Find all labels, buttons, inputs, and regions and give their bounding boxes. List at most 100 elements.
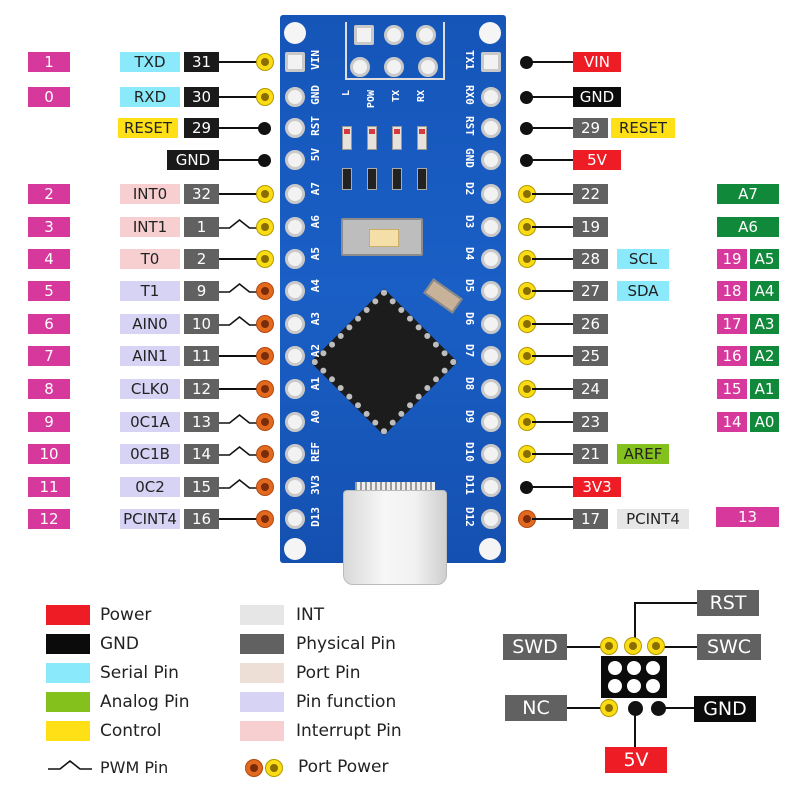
physical-pin-label: 26 — [573, 314, 608, 334]
header-hole-left — [285, 249, 305, 269]
physical-pin-label: 12 — [184, 379, 219, 399]
led-silk-label: TX — [391, 90, 402, 103]
pin-dot-yellow — [518, 282, 536, 300]
analog-pin-label: A6 — [717, 217, 779, 237]
connector-line — [532, 226, 574, 228]
header-hole-left — [285, 314, 305, 334]
legend-swatch-gnd — [46, 634, 90, 654]
digital-pin-number: 16 — [717, 346, 747, 366]
connector-line — [219, 127, 261, 129]
pin-function-label: INT0 — [120, 184, 180, 204]
mounting-hole — [284, 538, 306, 560]
physical-pin-label: 3V3 — [573, 477, 621, 497]
silkscreen-label-left: D13 — [309, 507, 322, 527]
pin-dot-orange — [256, 282, 274, 300]
silkscreen-label-left: A2 — [309, 344, 322, 358]
header-hole-right — [481, 87, 501, 107]
physical-pin-label: 15 — [184, 477, 219, 497]
physical-pin-label: 19 — [573, 217, 608, 237]
digital-pin-number: 12 — [28, 509, 70, 529]
icsp-rst-label: RST — [697, 590, 759, 616]
header-hole-right — [481, 314, 501, 334]
icsp-pin-5v — [628, 701, 643, 716]
header-hole-right — [481, 412, 501, 432]
connector-line — [532, 159, 574, 161]
icsp-5v-label: 5V — [605, 747, 667, 773]
digital-pin-number: 9 — [28, 412, 70, 432]
digital-pin-number: 2 — [28, 184, 70, 204]
led-resistor — [417, 168, 427, 190]
icsp-pin-rst — [624, 637, 642, 655]
physical-pin-label: 14 — [184, 444, 219, 464]
legend-swatch-power — [46, 605, 90, 625]
physical-pin-label: 25 — [573, 346, 608, 366]
legend-swatch-physical — [240, 634, 284, 654]
connector-line — [219, 388, 261, 390]
pin-dot-yellow — [256, 88, 274, 106]
led-silk-label: RX — [416, 90, 427, 103]
pin-function-label: RXD — [120, 87, 180, 107]
pin-dot-orange — [256, 445, 274, 463]
header-hole-right — [481, 150, 501, 170]
pin-function-label: AIN1 — [120, 346, 180, 366]
connector-line — [532, 486, 574, 488]
pin-function-label: T0 — [120, 249, 180, 269]
silkscreen-label-left: REF — [309, 442, 322, 462]
legend-swatch-function — [240, 692, 284, 712]
header-hole-left — [285, 509, 305, 529]
status-led — [417, 126, 427, 150]
legend-label: Port Pin — [296, 663, 361, 683]
silkscreen-label-left: GND — [309, 85, 322, 105]
legend-label: GND — [100, 634, 139, 654]
digital-pin-number: 0 — [28, 87, 70, 107]
connector-line — [532, 258, 574, 260]
physical-pin-label: GND — [167, 150, 219, 170]
silkscreen-label-left: 3V3 — [309, 475, 322, 495]
pwm-wave-icon — [219, 315, 260, 326]
silkscreen-label-left: RST — [309, 116, 322, 136]
analog-pin-label: A3 — [750, 314, 779, 334]
pwm-wave-icon — [48, 759, 92, 770]
silkscreen-label-right: GND — [463, 148, 476, 168]
connector-line — [532, 388, 574, 390]
icsp-hole — [418, 57, 438, 77]
gnd-connector-line — [664, 707, 696, 709]
pin-dot-black — [520, 55, 533, 69]
digital-pin-number: 13 — [716, 507, 779, 527]
header-hole-right — [481, 346, 501, 366]
digital-pin-number: 1 — [28, 52, 70, 72]
header-hole-right — [481, 184, 501, 204]
header-hole-right — [481, 249, 501, 269]
header-hole-right — [481, 52, 501, 72]
pin-dot-yellow — [518, 218, 536, 236]
pin-dot-orange — [256, 478, 274, 496]
header-hole-left — [285, 477, 305, 497]
physical-pin-label: 28 — [573, 249, 608, 269]
pin-function-label: PCINT4 — [120, 509, 180, 529]
silkscreen-label-left: 5V — [309, 148, 322, 162]
legend-label: INT — [296, 605, 325, 625]
silkscreen-label-right: D7 — [463, 344, 476, 358]
header-hole-left — [285, 217, 305, 237]
connector-line — [532, 193, 574, 195]
icsp-pin-swd — [600, 637, 618, 655]
silkscreen-label-left: A0 — [309, 410, 322, 424]
swd-connector-line — [565, 646, 605, 648]
usb-type-c-connector — [343, 490, 447, 585]
connector-line — [219, 258, 261, 260]
led-resistor — [342, 168, 352, 190]
connector-line — [532, 96, 574, 98]
physical-pin-label: 2 — [184, 249, 219, 269]
pwm-wave-icon — [219, 218, 260, 229]
silkscreen-label-right: D6 — [463, 312, 476, 326]
pin-function-label: SDA — [617, 281, 669, 301]
pwm-wave-icon — [219, 478, 260, 489]
pin-dot-yellow — [256, 250, 274, 268]
pin-function-label: 0C2 — [120, 477, 180, 497]
physical-pin-label: 17 — [573, 509, 608, 529]
silkscreen-label-right: D8 — [463, 377, 476, 391]
icsp-pin-gnd — [651, 701, 666, 716]
mounting-hole — [284, 22, 306, 44]
legend-label: Pin function — [296, 692, 397, 712]
analog-pin-label: A7 — [717, 184, 779, 204]
